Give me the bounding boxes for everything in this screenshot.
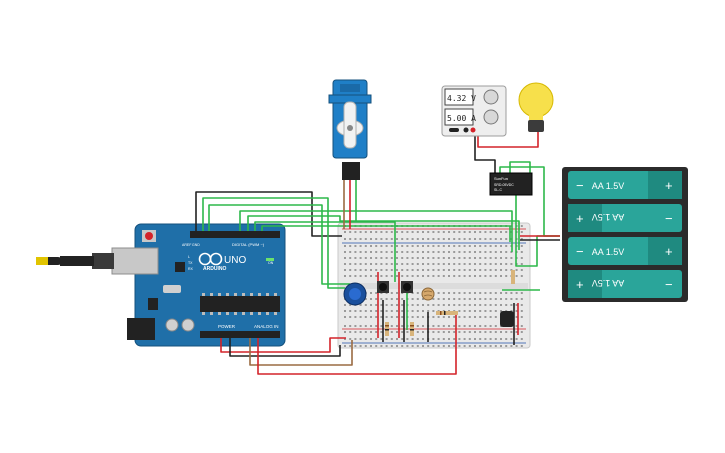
digital-header — [190, 231, 280, 238]
wires[interactable] — [195, 127, 560, 375]
relay-model-line1: SRD-05VDC — [494, 183, 514, 187]
atmega-chip — [200, 296, 280, 312]
voltage-readout: 4.32 V — [447, 94, 476, 103]
gnd-label: GND — [192, 243, 200, 247]
resistor-4[interactable] — [511, 270, 515, 284]
wire-black-gnd-bottom[interactable] — [229, 338, 341, 357]
reset-button[interactable] — [145, 232, 153, 240]
aref-label: AREF — [182, 243, 191, 247]
battery-right-sign: + — [665, 178, 673, 193]
battery-left-sign: − — [576, 178, 584, 193]
wire-green-3[interactable] — [247, 215, 520, 250]
bulb-socket — [528, 120, 544, 132]
potentiometer[interactable] — [343, 282, 367, 306]
arduino-model-label: UNO — [224, 255, 246, 266]
battery-cell-label: AA 1.5V — [592, 278, 625, 288]
relay-module[interactable]: SunFun SRD-05VDC SL-C — [489, 172, 533, 196]
usb-connector — [111, 247, 159, 275]
crystal — [163, 285, 181, 293]
transistor[interactable] — [500, 311, 514, 327]
servo-connector — [342, 162, 360, 180]
wire-green-5[interactable] — [261, 225, 511, 242]
capacitor-left — [165, 318, 179, 332]
wire-green-1[interactable] — [202, 197, 345, 289]
battery-left-sign: + — [576, 277, 584, 292]
battery-cell-3[interactable]: − + AA 1.5V — [568, 237, 682, 265]
capacitor-right — [181, 318, 195, 332]
on-led — [266, 258, 274, 261]
wire-red-analog[interactable] — [257, 315, 457, 375]
arduino-uno-board[interactable]: ARDUINO UNO DIGITAL (PWM ~) POWER ANALOG… — [36, 223, 286, 347]
voltage-knob[interactable] — [483, 89, 499, 105]
battery-right-sign: − — [665, 211, 673, 226]
tx-label: TX — [188, 261, 193, 265]
battery-left-sign: + — [576, 211, 584, 226]
battery-cell-label: AA 1.5V — [592, 212, 625, 222]
wire-green-relay[interactable] — [239, 210, 513, 252]
current-knob[interactable] — [483, 109, 499, 125]
battery-left-sign: − — [576, 244, 584, 259]
battery-right-sign: + — [665, 244, 673, 259]
battery-cell-label: AA 1.5V — [592, 181, 625, 191]
power-switch[interactable] — [449, 128, 459, 132]
on-led-label: ON — [268, 261, 274, 265]
pushbutton-1[interactable] — [377, 281, 389, 293]
resistors[interactable] — [385, 270, 515, 336]
wire-green-2[interactable] — [208, 204, 350, 285]
battery-cell-4[interactable]: + − AA 1.5V — [568, 270, 682, 298]
relay-model-line2: SL-C — [494, 188, 502, 192]
breadboard[interactable] — [337, 222, 531, 349]
resistor-3[interactable] — [436, 311, 458, 315]
wire-red-5v[interactable] — [220, 337, 346, 353]
dc-power-supply[interactable]: 4.32 V 5.00 A — [441, 85, 507, 137]
battery-pack[interactable]: −+AA 1.5V+−AA 1.5V−+AA 1.5V+−AA 1.5V — [562, 167, 688, 302]
positive-terminal[interactable] — [470, 127, 476, 133]
wire-black-supply[interactable] — [474, 135, 496, 173]
l-led-label: L — [188, 255, 190, 259]
dc-power-jack — [127, 318, 155, 340]
pushbutton-2[interactable] — [401, 281, 413, 293]
battery-cell-1[interactable]: − + AA 1.5V — [568, 171, 682, 199]
battery-right-sign: − — [665, 277, 673, 292]
current-readout: 5.00 A — [447, 114, 476, 123]
rx-label: RX — [188, 267, 194, 271]
wire-green-4[interactable] — [254, 221, 396, 282]
power-pins-label: POWER — [218, 324, 236, 329]
usb-cable-plug — [92, 253, 114, 269]
wire-brown-analog[interactable] — [249, 338, 353, 366]
negative-terminal[interactable] — [463, 127, 469, 133]
resistor-2[interactable] — [410, 322, 414, 336]
battery-cell-2[interactable]: + − AA 1.5V — [568, 204, 682, 232]
arduino-brand-label: ARDUINO — [203, 266, 226, 272]
digital-pins-label: DIGITAL (PWM ~) — [232, 242, 265, 247]
servo-motor[interactable] — [328, 79, 372, 180]
battery-cell-label: AA 1.5V — [592, 247, 625, 257]
resistor-1[interactable] — [385, 322, 389, 336]
power-analog-header — [200, 331, 280, 338]
relay-brand: SunFun — [494, 176, 508, 181]
photoresistor[interactable] — [421, 287, 435, 301]
analog-pins-label: ANALOG IN — [254, 324, 279, 329]
light-bulb[interactable] — [518, 82, 554, 132]
